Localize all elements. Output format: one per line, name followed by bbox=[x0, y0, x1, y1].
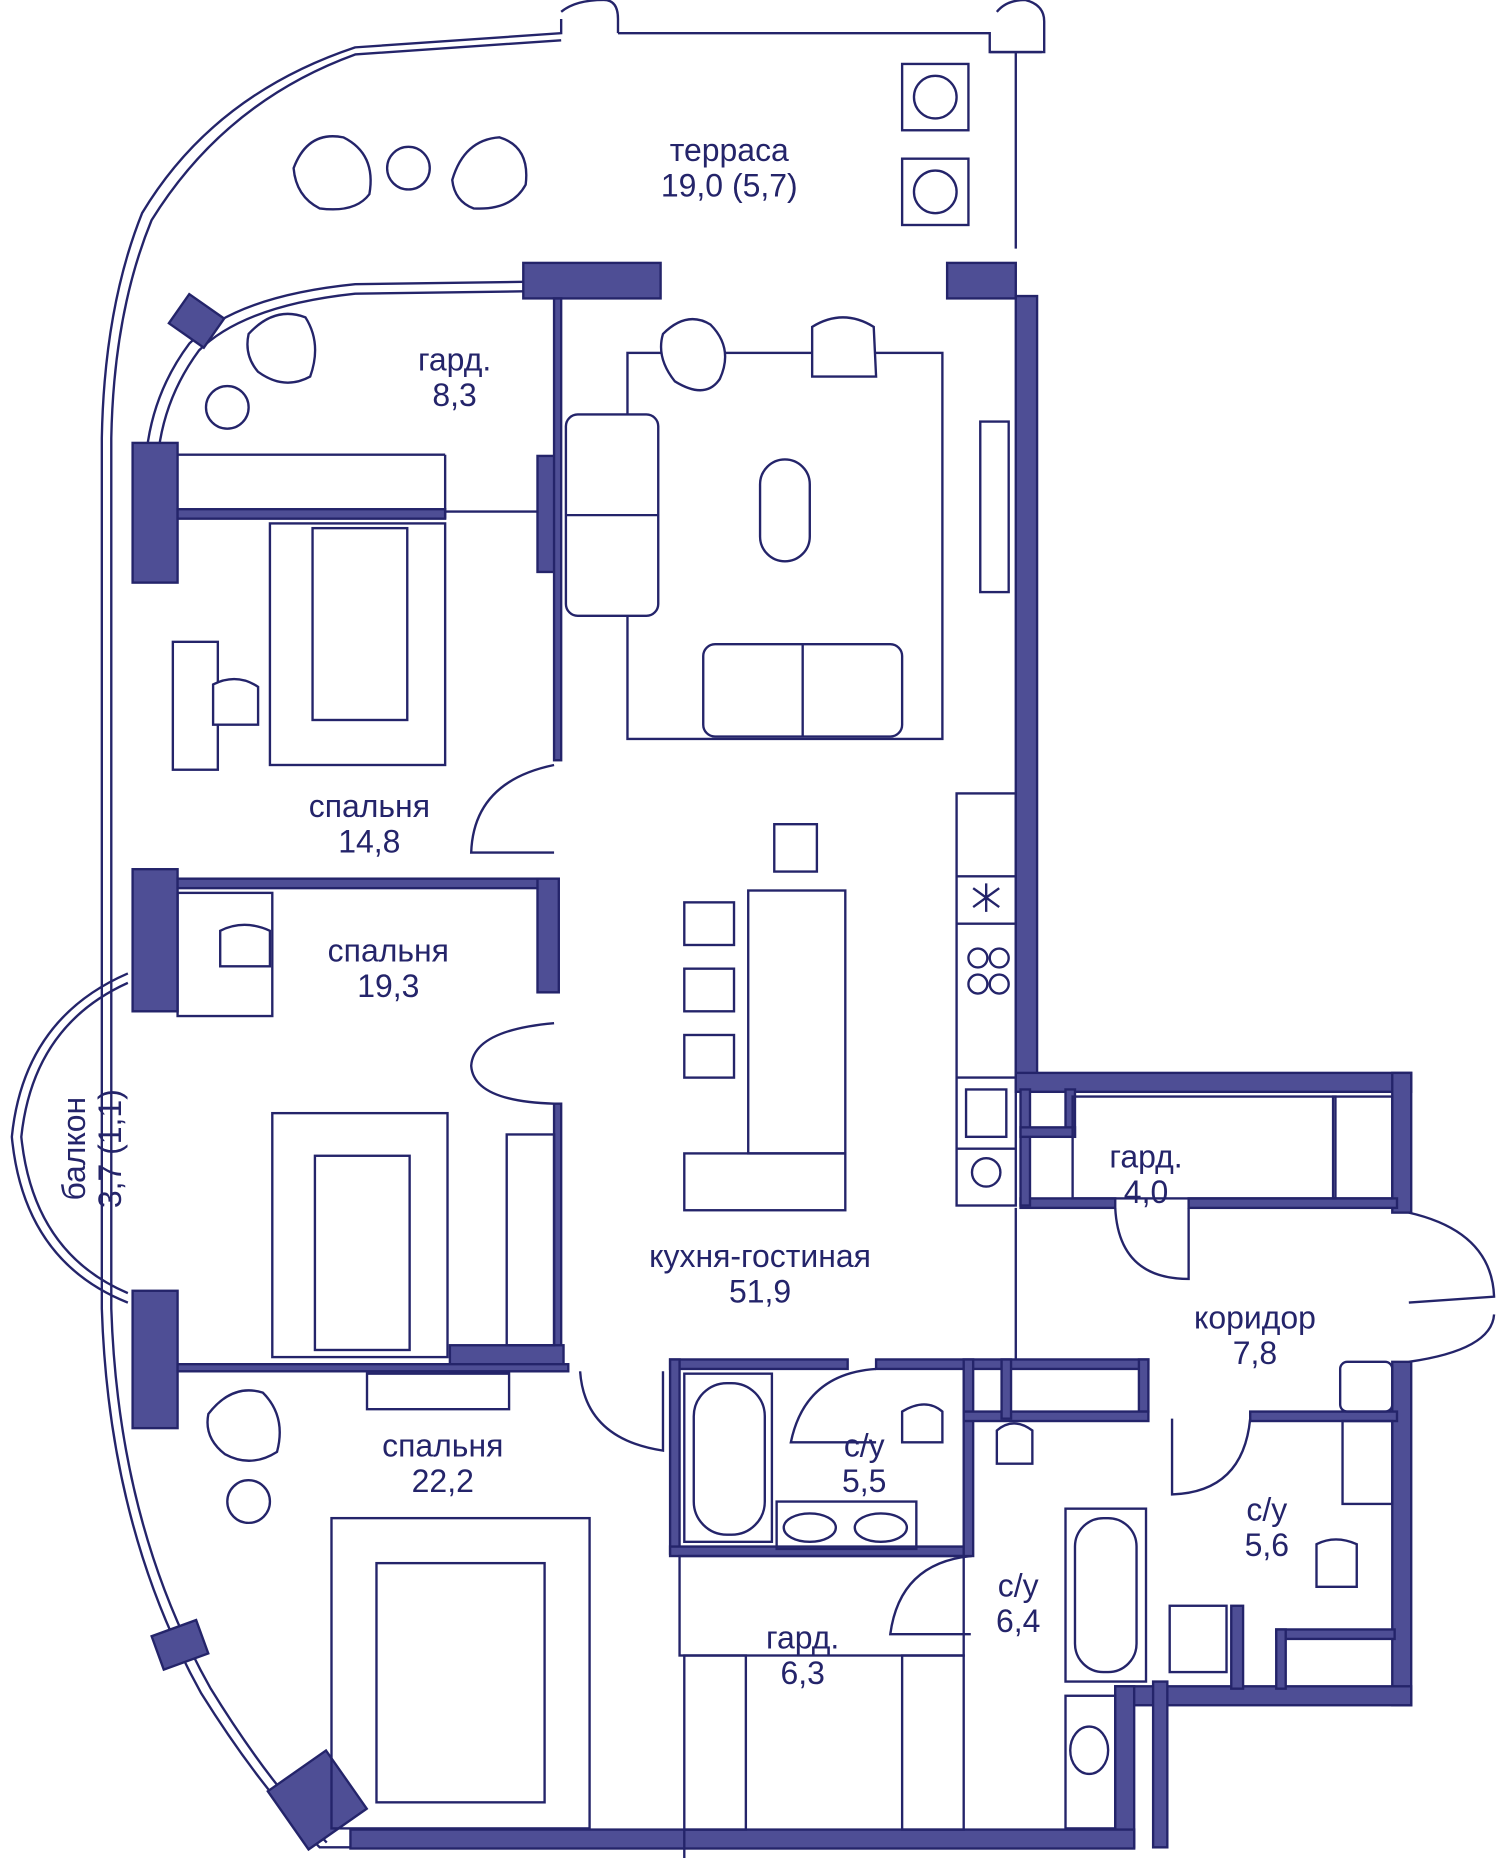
bedroom3-area: 22,2 bbox=[412, 1463, 474, 1499]
living-area bbox=[564, 316, 1010, 741]
plant-icon bbox=[900, 62, 970, 227]
corridor-area: 7,8 bbox=[1233, 1335, 1277, 1371]
doors bbox=[469, 763, 1496, 1636]
bedroom2-area: 19,3 bbox=[357, 968, 419, 1004]
armchair-icon bbox=[292, 135, 372, 211]
dining-table-icon bbox=[683, 823, 847, 1212]
kitchen-counter bbox=[955, 792, 1017, 1207]
wardrobe-zone bbox=[678, 1554, 965, 1657]
balcony-name: балкон bbox=[56, 1097, 92, 1201]
bath1-area: 5,5 bbox=[842, 1463, 886, 1499]
bedroom1-area: 14,8 bbox=[338, 824, 400, 860]
bath1-name: с/у bbox=[844, 1428, 885, 1464]
outer-railing bbox=[100, 0, 1046, 1849]
armchair-icon bbox=[246, 312, 317, 384]
kitchen-area: 51,9 bbox=[729, 1274, 791, 1310]
bed-icon bbox=[171, 522, 447, 771]
walls bbox=[131, 261, 1413, 1852]
stove-icon bbox=[967, 947, 1010, 995]
bedroom1-name: спальня bbox=[309, 788, 430, 824]
armchair-icon bbox=[659, 316, 878, 392]
wardrobe3-name: гард. bbox=[766, 1619, 839, 1655]
bath2-name: с/у bbox=[998, 1567, 1039, 1603]
armchair-icon bbox=[219, 923, 272, 968]
armchair-icon bbox=[451, 136, 528, 210]
wardrobe3-area: 6,3 bbox=[780, 1655, 824, 1691]
bath3-name: с/у bbox=[1246, 1492, 1287, 1528]
bed-icon bbox=[206, 1372, 591, 1830]
toilet-icon bbox=[900, 1403, 944, 1444]
bedroom2-name: спальня bbox=[328, 933, 449, 969]
bed-icon bbox=[176, 891, 556, 1359]
sofa-icon bbox=[564, 413, 904, 738]
terrace-name: терраса bbox=[670, 132, 789, 168]
toilet-icon bbox=[995, 1422, 1034, 1465]
room-labels: терраса 19,0 (5,7) гард. 8,3 спальня 14,… bbox=[56, 132, 1316, 1691]
balcony-area: 3,7 (1,1) bbox=[92, 1089, 128, 1208]
toilet-icon bbox=[1168, 1360, 1394, 1674]
wardrobe1-name: гард. bbox=[418, 342, 491, 378]
wardrobe1-area: 8,3 bbox=[432, 377, 476, 413]
terrace-area: 19,0 (5,7) bbox=[661, 168, 798, 204]
bathtub-icon bbox=[995, 1422, 1148, 1830]
terrace-furniture bbox=[292, 62, 970, 227]
corridor-name: коридор bbox=[1194, 1300, 1316, 1336]
bathtub-icon bbox=[683, 1372, 944, 1551]
coffee-table bbox=[758, 458, 811, 563]
wardrobe-furniture bbox=[204, 312, 317, 430]
armchair-icon bbox=[211, 677, 260, 726]
bath2-area: 6,4 bbox=[996, 1603, 1040, 1639]
bath3-area: 5,6 bbox=[1245, 1527, 1289, 1563]
balcony-outline bbox=[10, 972, 129, 1304]
wardrobe2-name: гард. bbox=[1109, 1139, 1182, 1175]
sink-icon bbox=[964, 1088, 1008, 1139]
armchair-icon bbox=[206, 1389, 281, 1462]
sink-icon bbox=[1069, 1725, 1110, 1776]
kitchen-name: кухня-гостиная bbox=[649, 1238, 871, 1274]
wardrobe2-area: 4,0 bbox=[1124, 1174, 1168, 1210]
bedroom3-name: спальня bbox=[382, 1428, 503, 1464]
